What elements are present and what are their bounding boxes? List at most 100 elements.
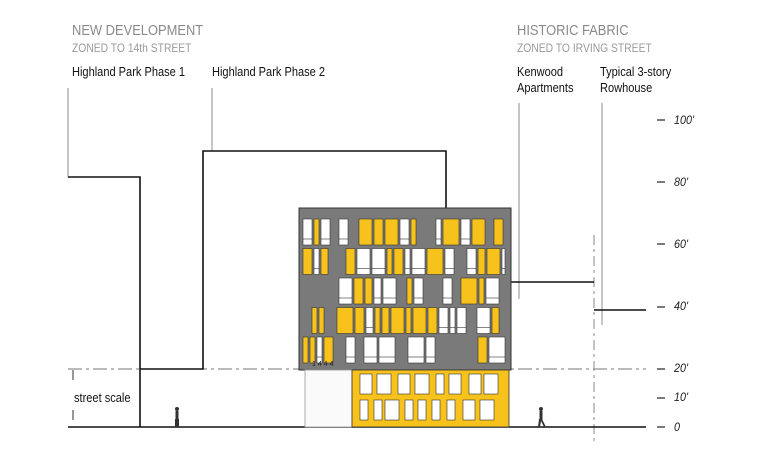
- yellow-panel: [384, 218, 399, 246]
- window: [407, 336, 425, 364]
- window: [302, 218, 313, 246]
- yellow-panel: [477, 336, 488, 364]
- right-group-title: HISTORIC FABRIC: [517, 22, 629, 39]
- window: [501, 248, 506, 275]
- window: [431, 399, 441, 421]
- window: [373, 399, 383, 421]
- yellow-panel: [427, 307, 438, 334]
- window: [371, 248, 386, 275]
- scale-60: 60': [674, 237, 689, 251]
- window: [462, 399, 476, 421]
- proposed-building: [298, 207, 512, 428]
- window: [456, 307, 467, 334]
- window: [373, 277, 382, 305]
- window: [468, 373, 482, 395]
- window: [476, 307, 491, 334]
- window: [438, 307, 449, 334]
- window: [399, 218, 410, 246]
- window: [338, 218, 349, 246]
- yellow-panel: [393, 248, 404, 275]
- yellow-panel: [405, 307, 412, 334]
- yellow-panel: [364, 277, 373, 305]
- leader-lines: [67, 88, 603, 325]
- scale-40: 40': [674, 299, 689, 313]
- building-address: 1 4 4 4: [312, 361, 334, 368]
- yellow-panel: [471, 218, 486, 246]
- yellow-panel: [302, 248, 313, 275]
- yellow-panel: [410, 218, 417, 246]
- window: [316, 336, 323, 364]
- kenwood-label-line1: Kenwood: [517, 64, 564, 79]
- yellow-panel: [354, 307, 365, 334]
- yellow-panel: [323, 336, 334, 364]
- yellow-panel: [406, 277, 413, 305]
- yellow-panel: [353, 277, 364, 305]
- scale-10: 10': [674, 390, 689, 404]
- window: [411, 248, 426, 275]
- yellow-panel: [493, 218, 504, 246]
- window: [397, 373, 411, 395]
- window: [460, 218, 471, 246]
- phase2-label: Highland Park Phase 2: [212, 64, 326, 79]
- phase1-label: Highland Park Phase 1: [72, 64, 186, 79]
- window: [466, 248, 477, 275]
- window: [363, 336, 378, 364]
- phase2-profile: [140, 150, 447, 370]
- window: [444, 248, 455, 275]
- window: [448, 373, 462, 395]
- scale-80: 80': [674, 175, 689, 189]
- right-group-subtitle: ZONED TO IRVING STREET: [517, 41, 652, 55]
- yellow-panel: [313, 218, 320, 246]
- window: [417, 399, 427, 421]
- window: [384, 399, 400, 421]
- pedestrian-icon: [175, 407, 179, 427]
- yellow-panel: [311, 307, 318, 334]
- yellow-panel: [373, 218, 384, 246]
- yellow-panel: [477, 248, 486, 275]
- yellow-panel: [412, 307, 427, 334]
- window: [483, 373, 499, 395]
- yellow-panel: [460, 277, 478, 305]
- window: [485, 277, 500, 305]
- window: [359, 373, 373, 395]
- window: [435, 373, 445, 395]
- window: [356, 248, 371, 275]
- glass-storefront: [304, 369, 353, 428]
- kenwood-label-line2: Apartments: [517, 80, 574, 95]
- left-group-title: NEW DEVELOPMENT: [72, 22, 204, 39]
- window: [365, 307, 374, 334]
- yellow-panel: [381, 307, 390, 334]
- yellow-panel: [426, 248, 444, 275]
- window: [442, 277, 453, 305]
- yellow-panel: [478, 277, 485, 305]
- window: [414, 373, 430, 395]
- window: [435, 218, 442, 246]
- yellow-panel: [318, 307, 325, 334]
- yellow-panel: [386, 248, 393, 275]
- street-scale-label: street scale: [74, 390, 131, 406]
- yellow-panel: [442, 218, 460, 246]
- yellow-panel: [302, 336, 309, 364]
- window: [378, 336, 396, 364]
- window: [376, 373, 392, 395]
- rowhouse-label-line1: Typical 3-story: [600, 64, 672, 79]
- scale-20: 20': [674, 361, 689, 375]
- yellow-panel: [390, 307, 405, 334]
- window: [404, 248, 411, 275]
- scale-0: 0: [674, 420, 681, 434]
- yellow-panel: [374, 307, 381, 334]
- window: [446, 399, 456, 421]
- window: [320, 218, 331, 246]
- window: [382, 277, 397, 305]
- phase1-profile: [68, 176, 141, 427]
- yellow-panel: [320, 248, 329, 275]
- yellow-panel: [486, 248, 501, 275]
- scale-100: 100': [674, 113, 695, 127]
- window: [338, 277, 353, 305]
- yellow-panel: [491, 307, 500, 334]
- rowhouse-label-line2: Rowhouse: [600, 80, 653, 95]
- window: [313, 248, 320, 275]
- window: [479, 399, 495, 421]
- yellow-panel: [309, 336, 316, 364]
- window: [449, 307, 456, 334]
